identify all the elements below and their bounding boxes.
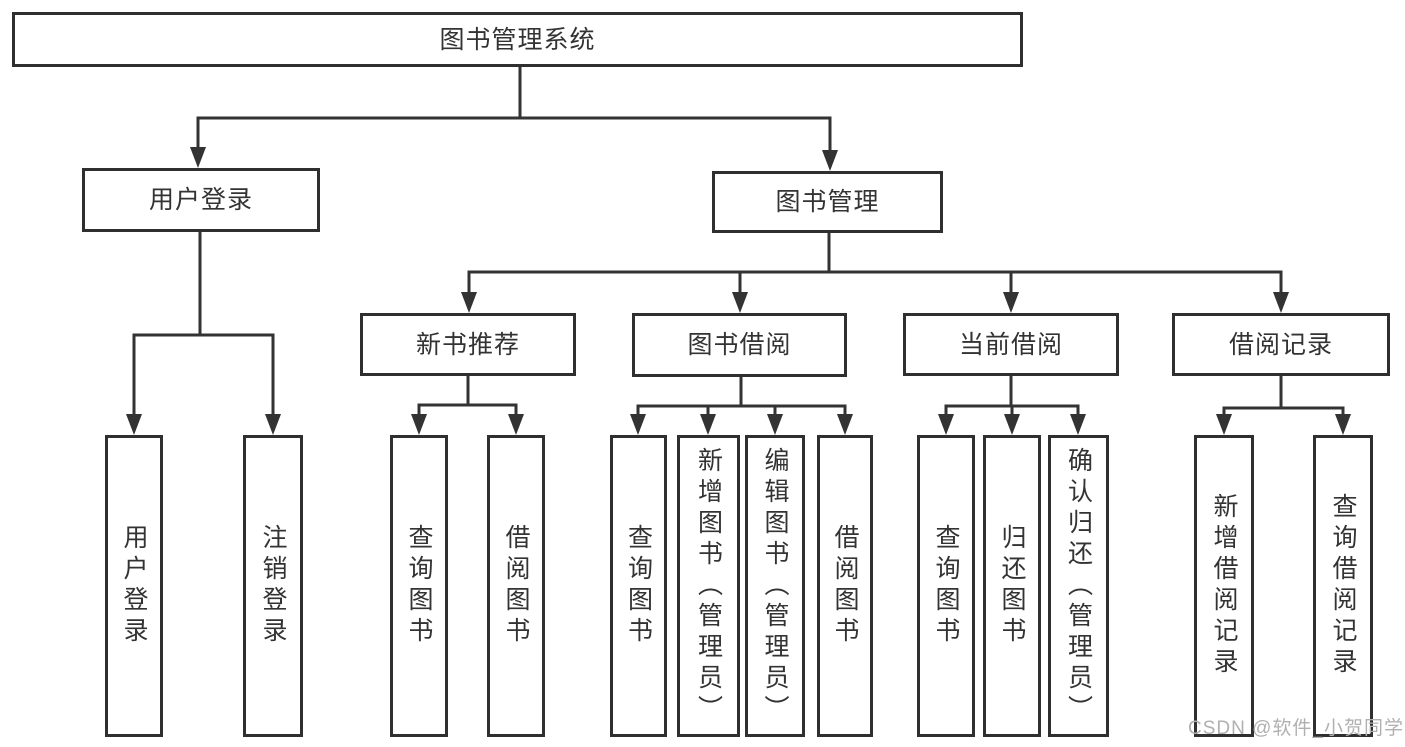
leaf-logout: 注销登录 [243,435,303,737]
leaf-cur-query-books: 查询图书 [917,435,975,737]
leaf-cur-return-books: 归还图书 [983,435,1041,737]
node-book-management: 图书管理 [712,171,943,233]
leaf-rec-query-books: 查询图书 [390,435,448,737]
leaf-user-login: 用户登录 [105,435,163,737]
leaf-log-add-borrow-record: 新增借阅记录 [1194,435,1254,737]
leaf-bor-borrow-books: 借阅图书 [817,435,873,737]
node-borrowing-records: 借阅记录 [1172,313,1390,376]
node-new-book-recommend: 新书推荐 [360,313,576,376]
leaf-log-query-borrow-record: 查询借阅记录 [1313,435,1373,737]
leaf-bor-query-books: 查询图书 [610,435,667,737]
leaf-cur-confirm-return-admin: 确认归还（管理员） [1048,435,1109,737]
leaf-rec-borrow-books: 借阅图书 [487,435,545,737]
node-current-borrowing: 当前借阅 [903,313,1119,376]
node-user-login: 用户登录 [82,168,320,232]
node-root: 图书管理系统 [12,12,1023,67]
watermark: CSDN @软件_小贺同学 [1188,718,1404,739]
leaf-bor-edit-books-admin: 编辑图书（管理员） [745,435,805,737]
leaf-bor-add-books-admin: 新增图书（管理员） [677,435,740,737]
node-book-borrowing: 图书借阅 [632,313,847,377]
